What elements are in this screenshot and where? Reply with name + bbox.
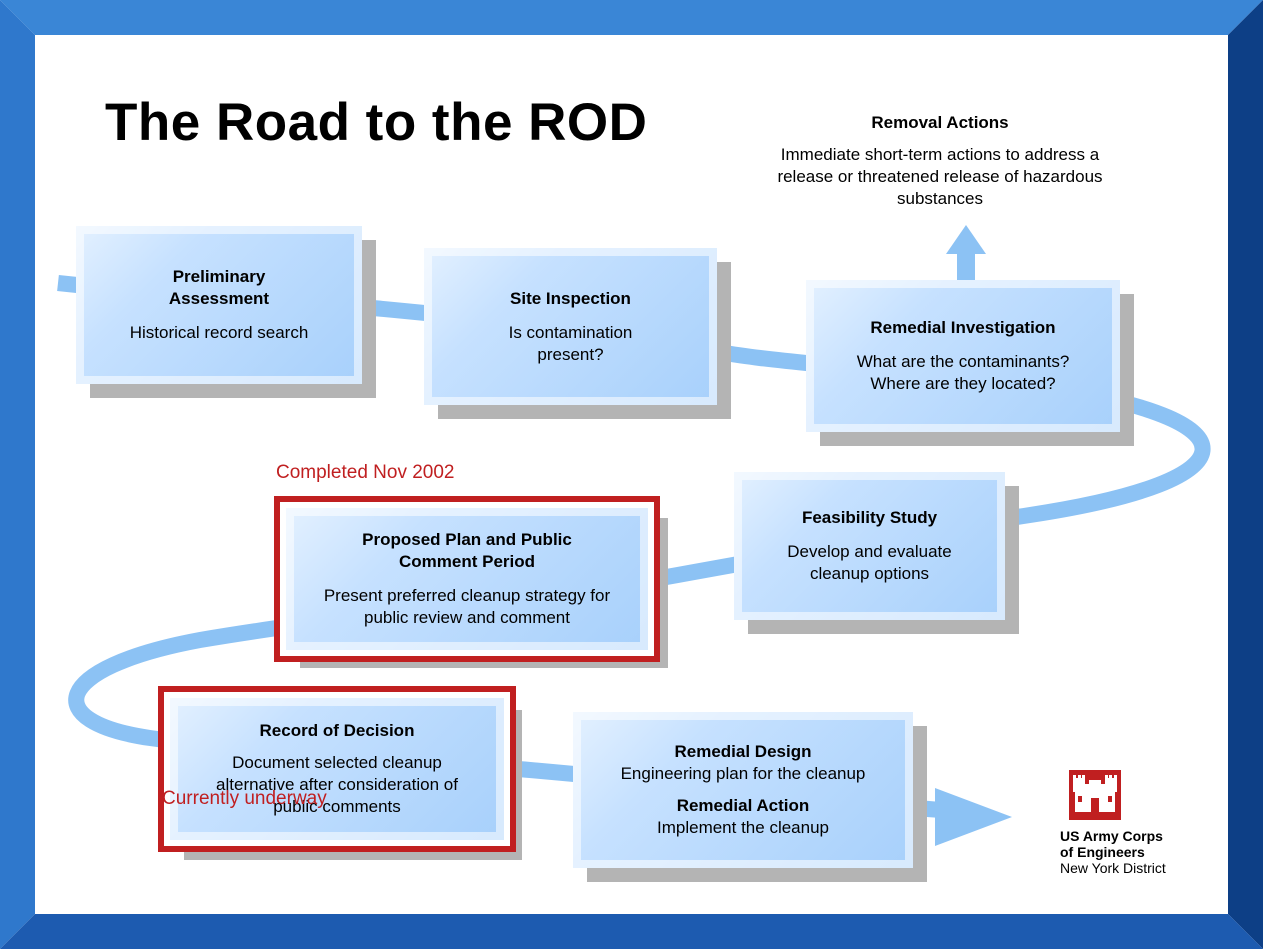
- underway-label: Currently underway: [162, 788, 327, 809]
- logo-line2: of Engineers: [1060, 844, 1145, 860]
- step-body-2: Implement the cleanup: [657, 818, 829, 837]
- step-proposed-plan: Proposed Plan and Public Comment Period …: [286, 508, 648, 650]
- step-heading: Proposed Plan and Public Comment Period: [362, 530, 572, 571]
- removal-actions-note: Removal Actions Immediate short-term act…: [740, 112, 1140, 210]
- step-heading: Remedial Design: [674, 742, 812, 761]
- removal-actions-heading: Removal Actions: [871, 113, 1009, 132]
- step-body: Present preferred cleanup strategy for p…: [323, 586, 611, 627]
- step-body: Develop and evaluate cleanup options: [787, 542, 952, 583]
- step-heading: Remedial Investigation: [870, 318, 1056, 337]
- step-heading: Preliminary Assessment: [168, 267, 270, 308]
- castle-icon: [1069, 770, 1121, 820]
- step-body: Document selected cleanup alternative af…: [216, 753, 458, 816]
- usace-logo: US Army Corps of Engineers New York Dist…: [1060, 770, 1220, 876]
- step-body: Historical record search: [129, 323, 309, 342]
- step-record-of-decision: Record of Decision Document selected cle…: [170, 698, 504, 840]
- page-title: The Road to the ROD: [105, 93, 648, 152]
- logo-line3: New York District: [1060, 860, 1166, 876]
- step-body: What are the contaminants? Where are the…: [856, 352, 1070, 393]
- step-body: Engineering plan for the cleanup: [620, 764, 866, 783]
- step-heading: Record of Decision: [259, 721, 415, 740]
- removal-actions-text: Immediate short-term actions to address …: [777, 145, 1103, 208]
- step-preliminary-assessment: Preliminary Assessment Historical record…: [76, 226, 362, 384]
- step-body: Is contamination present?: [508, 322, 633, 364]
- step-remedial-investigation: Remedial Investigation What are the cont…: [806, 280, 1120, 432]
- logo-line1: US Army Corps: [1060, 828, 1163, 844]
- step-heading-2: Remedial Action: [676, 796, 810, 815]
- step-heading: Feasibility Study: [801, 508, 938, 527]
- step-site-inspection: Site Inspection Is contamination present…: [424, 248, 717, 405]
- step-feasibility-study: Feasibility Study Develop and evaluate c…: [734, 472, 1005, 620]
- step-heading: Site Inspection: [510, 288, 631, 308]
- completed-label: Completed Nov 2002: [276, 462, 455, 483]
- step-remedial-design: Remedial Design Engineering plan for the…: [573, 712, 913, 868]
